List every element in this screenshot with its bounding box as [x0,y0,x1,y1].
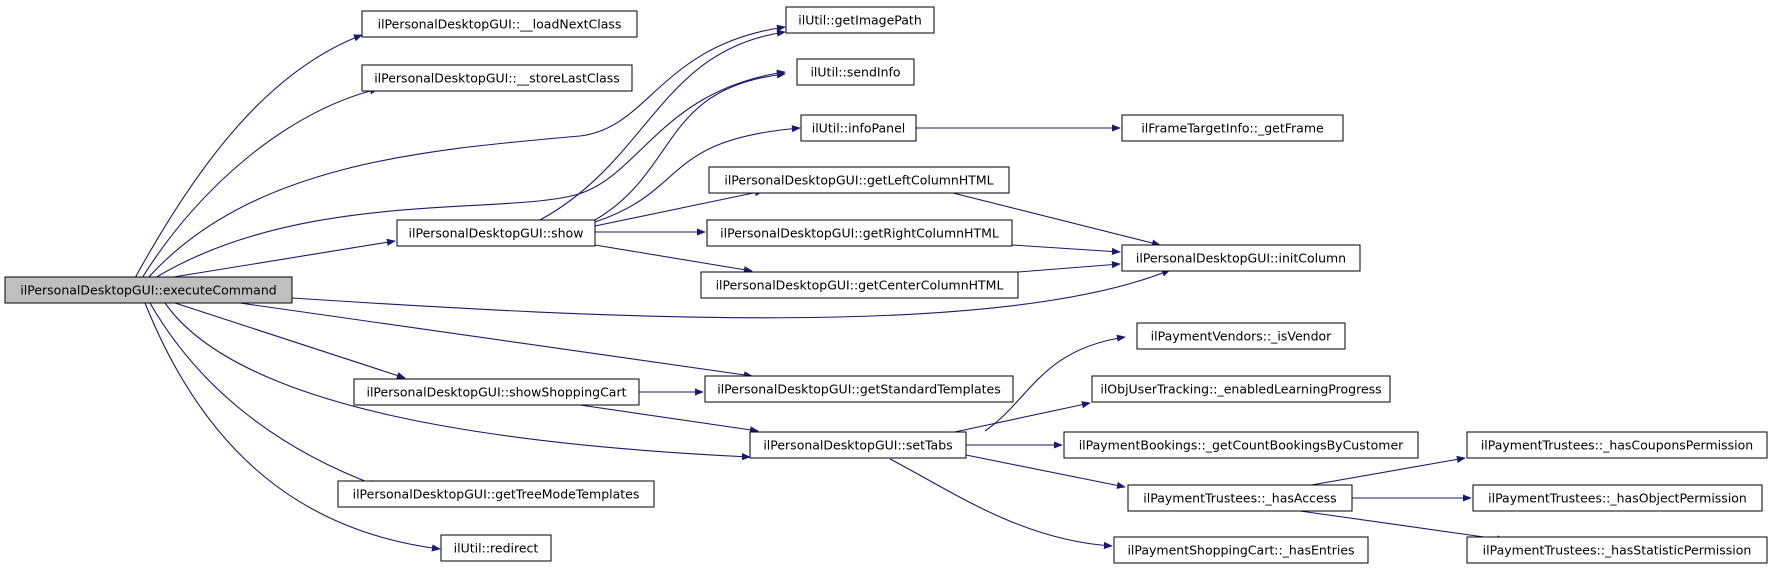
edge-execute-to-load-next-class [134,34,363,279]
node-show-label: ilPersonalDesktopGUI::show [409,226,584,241]
node-get-standard-templates[interactable]: ilPersonalDesktopGUI::getStandardTemplat… [704,375,1014,403]
node-has-access-label: ilPaymentTrustees::_hasAccess [1143,491,1336,506]
node-set-tabs[interactable]: ilPersonalDesktopGUI::setTabs [749,431,967,459]
node-redirect[interactable]: ilUtil::redirect [440,534,552,562]
edge-has-access-to-coupons [1299,455,1466,488]
edge-execute-to-show-shopping-cart [174,302,406,379]
node-has-coupons-permission-label: ilPaymentTrustees::_hasCouponsPermission [1481,438,1753,453]
node-show-shopping-cart-label: ilPersonalDesktopGUI::showShoppingCart [366,385,626,400]
node-show[interactable]: ilPersonalDesktopGUI::show [396,219,596,247]
node-has-entries[interactable]: ilPaymentShoppingCart::_hasEntries [1113,536,1369,564]
edge-execute-to-get-image-path [147,24,786,279]
node-get-frame-label: ilFrameTargetInfo::_getFrame [1141,121,1324,136]
node-redirect-label: ilUtil::redirect [454,541,539,556]
node-enabled-learning-progress-label: ilObjUserTracking::_enabledLearningProgr… [1100,382,1381,397]
node-has-object-permission[interactable]: ilPaymentTrustees::_hasObjectPermission [1472,484,1763,512]
node-get-frame[interactable]: ilFrameTargetInfo::_getFrame [1121,114,1344,142]
node-get-left-column-html[interactable]: ilPersonalDesktopGUI::getLeftColumnHTML [708,166,1010,194]
node-count-bookings-label: ilPaymentBookings::_getCountBookingsByCu… [1079,438,1404,453]
node-get-tree-mode-templates[interactable]: ilPersonalDesktopGUI::getTreeModeTemplat… [337,480,655,508]
edge-set-tabs-to-learning-progress [949,401,1091,434]
node-get-tree-mode-templates-label: ilPersonalDesktopGUI::getTreeModeTemplat… [353,487,640,502]
edge-center-column-to-init-column [1017,261,1121,273]
node-send-info-label: ilUtil::sendInfo [810,65,900,80]
edge-execute-to-set-tabs [164,302,751,461]
node-get-right-column-html-label: ilPersonalDesktopGUI::getRightColumnHTML [720,226,999,241]
node-show-shopping-cart[interactable]: ilPersonalDesktopGUI::showShoppingCart [353,378,640,406]
node-send-info[interactable]: ilUtil::sendInfo [796,58,915,86]
edge-show-to-get-left-column [594,189,764,227]
node-get-right-column-html[interactable]: ilPersonalDesktopGUI::getRightColumnHTML [706,219,1013,247]
node-set-tabs-label: ilPersonalDesktopGUI::setTabs [763,438,952,453]
node-get-image-path-label: ilUtil::getImagePath [798,13,922,28]
edge-show-to-get-image-path [539,29,786,221]
node-has-coupons-permission[interactable]: ilPaymentTrustees::_hasCouponsPermission [1466,431,1768,459]
edge-execute-to-get-standard-templates [239,302,753,379]
edge-show-to-info-panel [594,125,801,223]
edge-right-column-to-init-column [1011,244,1121,256]
edge-set-tabs-to-has-entries [889,458,1113,550]
node-is-vendor[interactable]: ilPaymentVendors::_isVendor [1136,322,1346,350]
node-execute-command[interactable]: ilPersonalDesktopGUI::executeCommand [4,276,293,304]
edge-execute-to-send-info [154,69,786,279]
node-load-next-class[interactable]: ilPersonalDesktopGUI::__loadNextClass [361,10,638,38]
node-enabled-learning-progress[interactable]: ilObjUserTracking::_enabledLearningProgr… [1091,375,1391,403]
node-has-access[interactable]: ilPaymentTrustees::_hasAccess [1127,484,1353,512]
node-has-statistic-permission-label: ilPaymentTrustees::_hasStatisticPermissi… [1483,543,1752,558]
node-execute-command-label: ilPersonalDesktopGUI::executeCommand [20,283,276,298]
edge-show-to-send-info [594,71,786,221]
node-store-last-class[interactable]: ilPersonalDesktopGUI::__storeLastClass [361,64,633,92]
edge-has-access-to-statistic [1299,510,1506,543]
node-get-center-column-html-label: ilPersonalDesktopGUI::getCenterColumnHTM… [716,278,1004,293]
node-has-entries-label: ilPaymentShoppingCart::_hasEntries [1127,543,1354,558]
node-info-panel-label: ilUtil::infoPanel [812,121,906,136]
edge-cart-to-set-tabs [579,404,759,434]
node-get-standard-templates-label: ilPersonalDesktopGUI::getStandardTemplat… [717,382,1001,397]
edges [134,24,1506,552]
node-get-image-path[interactable]: ilUtil::getImagePath [785,6,935,34]
node-get-left-column-html-label: ilPersonalDesktopGUI::getLeftColumnHTML [724,173,993,188]
node-init-column-label: ilPersonalDesktopGUI::initColumn [1136,251,1346,266]
edge-left-column-to-init-column [944,190,1161,247]
edge-execute-to-show [154,238,396,281]
node-has-statistic-permission[interactable]: ilPaymentTrustees::_hasStatisticPermissi… [1466,536,1768,564]
node-is-vendor-label: ilPaymentVendors::_isVendor [1151,329,1333,344]
node-info-panel[interactable]: ilUtil::infoPanel [800,114,917,142]
nodes: ilPersonalDesktopGUI::executeCommand ilP… [4,6,1768,564]
edge-execute-to-init-column [291,269,1171,319]
edge-show-to-get-center-column [594,244,753,274]
node-store-last-class-label: ilPersonalDesktopGUI::__storeLastClass [374,71,620,86]
edge-set-tabs-to-has-access [965,454,1126,489]
node-count-bookings[interactable]: ilPaymentBookings::_getCountBookingsByCu… [1063,431,1419,459]
edge-execute-to-store-last-class [141,87,379,279]
node-load-next-class-label: ilPersonalDesktopGUI::__loadNextClass [378,17,622,32]
edge-execute-to-get-tree-mode-templates [149,302,379,487]
node-init-column[interactable]: ilPersonalDesktopGUI::initColumn [1121,244,1361,272]
edge-set-tabs-to-is-vendor [984,334,1126,432]
node-get-center-column-html[interactable]: ilPersonalDesktopGUI::getCenterColumnHTM… [700,271,1019,299]
node-has-object-permission-label: ilPaymentTrustees::_hasObjectPermission [1488,491,1747,506]
edge-execute-to-redirect [144,302,441,552]
